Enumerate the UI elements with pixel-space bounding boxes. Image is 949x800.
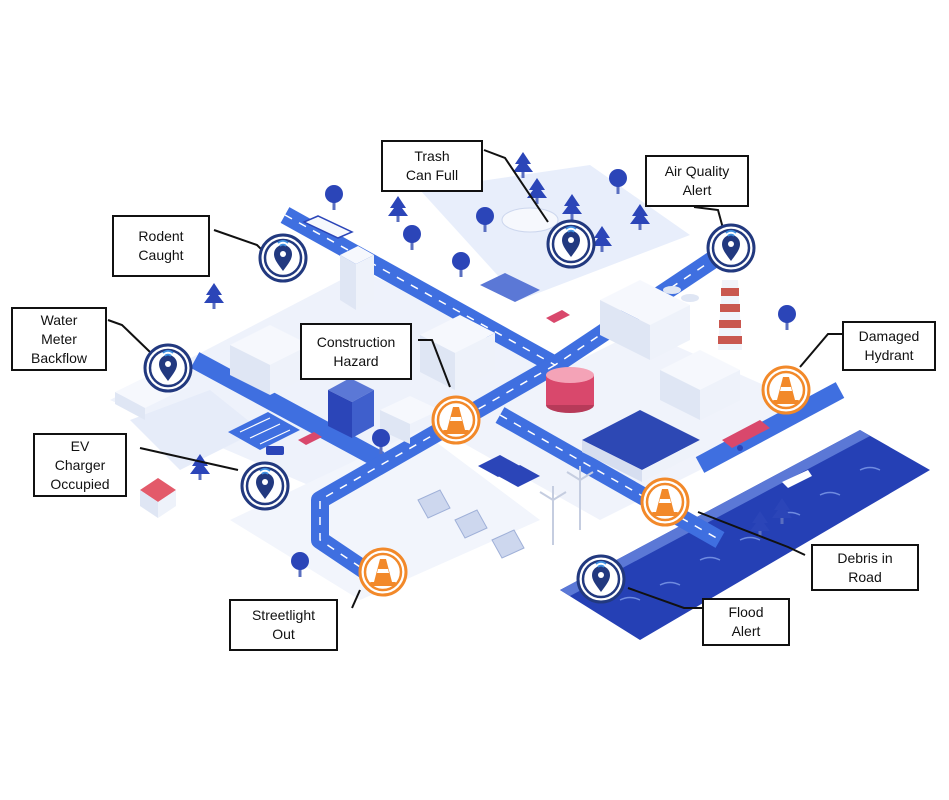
vehicles bbox=[298, 215, 770, 451]
river bbox=[560, 430, 930, 640]
debris-leader bbox=[697, 511, 806, 556]
callout-label: Construction Hazard bbox=[316, 333, 396, 369]
callout-label: Rodent Caught bbox=[138, 228, 184, 263]
callout-water-meter-backflow: Water Meter Backflow bbox=[11, 307, 107, 371]
rodent-sensor-pin-icon[interactable] bbox=[258, 233, 308, 283]
buildings bbox=[115, 207, 742, 559]
water-meter-sensor-pin-icon[interactable] bbox=[143, 343, 193, 393]
streetlight-traffic-cone-icon[interactable] bbox=[358, 547, 408, 597]
callout-damaged-hydrant: Damaged Hydrant bbox=[842, 321, 936, 371]
callout-construction-hazard: Construction Hazard bbox=[300, 323, 412, 380]
callout-label: Flood Alert bbox=[728, 604, 764, 639]
callout-label: Trash Can Full bbox=[405, 148, 459, 183]
ev-charger-leader bbox=[139, 447, 239, 471]
callout-label: Damaged Hydrant bbox=[858, 328, 920, 363]
trash-leader bbox=[483, 149, 549, 223]
trash-sensor-pin-icon[interactable] bbox=[546, 219, 596, 269]
callout-label: EV Charger Occupied bbox=[50, 437, 110, 492]
hydrant-leader bbox=[799, 333, 842, 368]
ev-charger-sensor-pin-icon[interactable] bbox=[240, 461, 290, 511]
construction-leader bbox=[418, 339, 451, 388]
hydrant-traffic-cone-icon[interactable] bbox=[761, 365, 811, 415]
callout-label: Streetlight Out bbox=[251, 607, 316, 642]
callout-debris-in-road: Debris in Road bbox=[811, 544, 919, 591]
debris-traffic-cone-icon[interactable] bbox=[640, 477, 690, 527]
callout-flood-alert: Flood Alert bbox=[702, 598, 790, 646]
water-meter-leader bbox=[107, 319, 151, 353]
air-quality-sensor-pin-icon[interactable] bbox=[706, 223, 756, 273]
flood-sensor-pin-icon[interactable] bbox=[576, 554, 626, 604]
callout-trash-can-full: Trash Can Full bbox=[381, 140, 483, 192]
air-quality-leader bbox=[693, 206, 725, 233]
callout-streetlight-out: Streetlight Out bbox=[229, 599, 338, 651]
callout-ev-charger-occupied: EV Charger Occupied bbox=[33, 433, 127, 497]
callout-label: Air Quality Alert bbox=[664, 163, 730, 198]
callout-label: Water Meter Backflow bbox=[30, 311, 88, 366]
flood-leader bbox=[627, 587, 702, 609]
rodent-leader bbox=[213, 229, 263, 251]
leader-lines bbox=[107, 149, 842, 609]
callout-label: Debris in Road bbox=[837, 549, 893, 585]
parking-lot bbox=[228, 412, 300, 455]
streetlight-leader bbox=[351, 589, 361, 609]
callout-air-quality-alert: Air Quality Alert bbox=[645, 155, 749, 207]
construction-traffic-cone-icon[interactable] bbox=[431, 395, 481, 445]
callout-rodent-caught: Rodent Caught bbox=[112, 215, 210, 277]
